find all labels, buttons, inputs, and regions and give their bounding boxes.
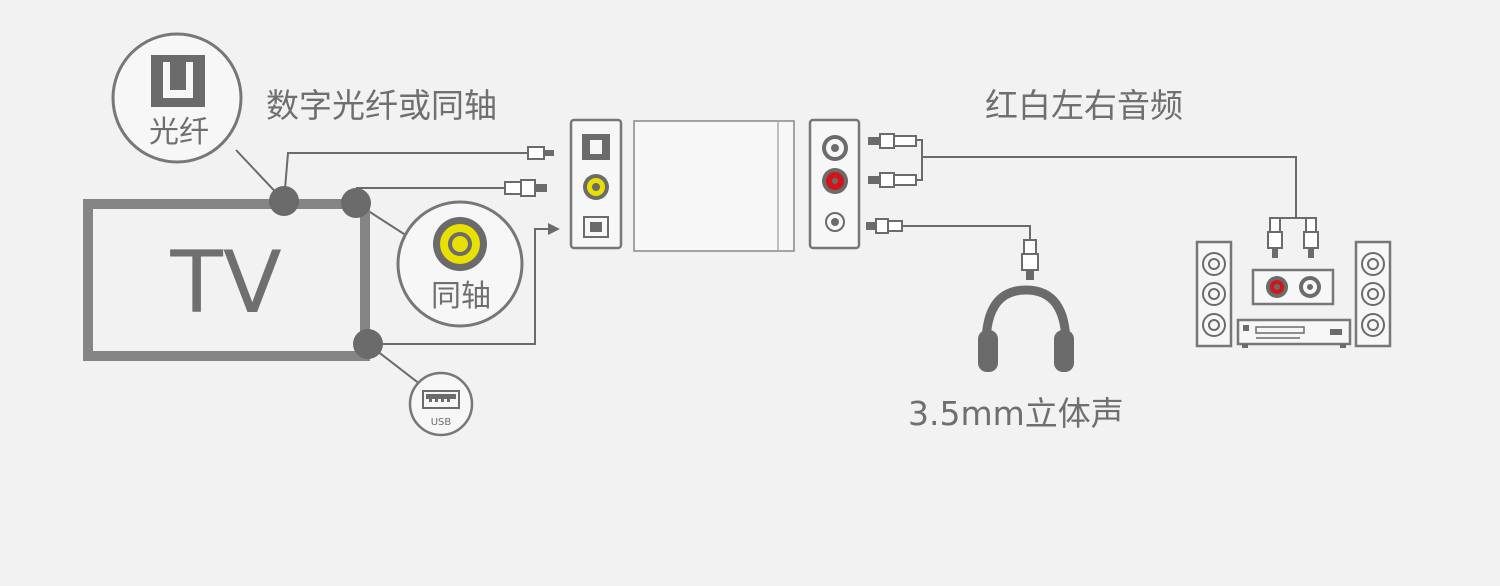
usb-plug-icon bbox=[548, 223, 560, 235]
rca-plug-right-icon bbox=[1303, 217, 1319, 258]
converter-usb-power-port-icon bbox=[583, 216, 609, 238]
converter-optical-port-icon bbox=[582, 134, 610, 160]
stereo-system bbox=[1195, 217, 1392, 348]
usb-badge-label: USB bbox=[431, 417, 452, 428]
right-speaker-icon bbox=[1354, 240, 1392, 348]
analog-output-label: 红白左右音频 bbox=[985, 86, 1183, 125]
headphone-output-label: 3.5mm立体声 bbox=[908, 394, 1124, 433]
converter-body bbox=[633, 120, 795, 252]
optical-plug-icon bbox=[527, 146, 554, 160]
coaxial-port-icon bbox=[433, 217, 487, 271]
tv: TV bbox=[83, 186, 383, 361]
converter-headphone-jack-icon bbox=[825, 212, 845, 232]
optical-cable bbox=[283, 152, 528, 202]
converter-red-rca-port-icon bbox=[822, 168, 848, 194]
headphones-icon bbox=[978, 285, 1074, 372]
rca-plug-top-icon bbox=[868, 133, 917, 149]
optical-badge: 光纤 bbox=[111, 32, 243, 164]
optical-badge-label: 光纤 bbox=[149, 115, 209, 150]
converter bbox=[569, 118, 861, 252]
amplifier-icon bbox=[1236, 318, 1352, 348]
digital-input-label: 数字光纤或同轴 bbox=[266, 86, 497, 125]
rca-cable-junction bbox=[916, 139, 923, 181]
tv-coaxial-port-dot bbox=[341, 188, 371, 218]
coaxial-badge: 同轴 bbox=[396, 200, 524, 328]
optical-port-icon bbox=[151, 55, 205, 107]
usb-port-icon bbox=[422, 390, 460, 409]
tv-frame bbox=[83, 199, 370, 361]
headphone-plug-icon bbox=[866, 218, 903, 234]
tv-optical-port-dot bbox=[269, 186, 299, 216]
usb-cable bbox=[368, 228, 548, 345]
coaxial-badge-label: 同轴 bbox=[431, 279, 491, 314]
converter-coaxial-port-icon bbox=[583, 174, 609, 200]
rca-plug-left-icon bbox=[1267, 217, 1283, 258]
left-speaker-icon bbox=[1195, 240, 1233, 348]
headphone-cable-plug-icon bbox=[1021, 239, 1039, 280]
tv-label: TV bbox=[169, 233, 282, 333]
headphone-cable bbox=[902, 225, 1031, 240]
tv-usb-port-dot bbox=[353, 329, 383, 359]
converter-white-rca-port-icon bbox=[822, 135, 848, 161]
usb-badge-circle bbox=[408, 371, 474, 437]
coaxial-plug-icon bbox=[504, 179, 547, 197]
amplifier-input-panel-icon bbox=[1251, 268, 1335, 306]
usb-badge: USB bbox=[408, 371, 474, 437]
rca-cable bbox=[922, 156, 1297, 218]
rca-plug-bottom-icon bbox=[868, 172, 917, 188]
